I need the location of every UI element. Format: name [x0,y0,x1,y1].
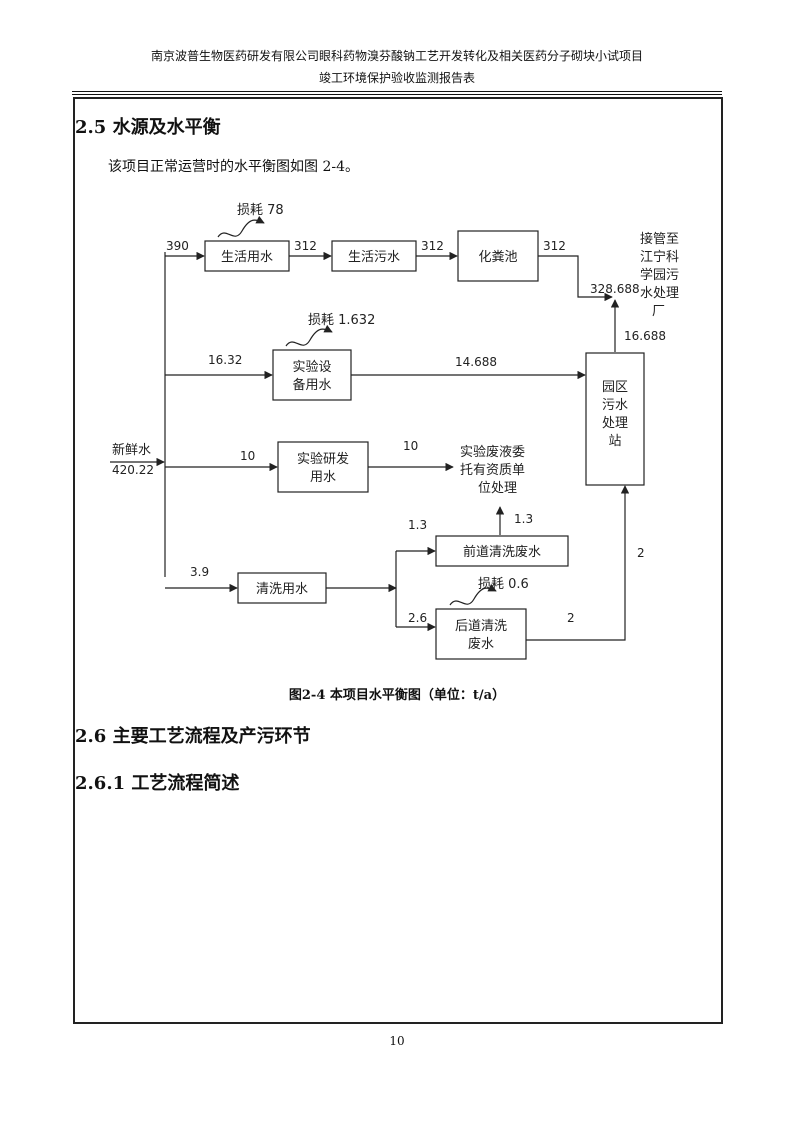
label-loss-78: 损耗 78 [237,203,284,218]
report-header-subtitle: 竣工环境保护验收监测报告表 [318,71,475,85]
label-back-wash-1: 后道清洗 [455,619,507,634]
header-rule-bottom [72,94,722,95]
label-cleaning-water: 清洗用水 [256,582,308,597]
label-front-wash: 前道清洗废水 [463,544,541,560]
label-septic-tank: 化粪池 [478,250,517,265]
section-heading-2-6-1: 2.6.1 工艺流程简述 [75,773,240,794]
page-number: 10 [389,1034,405,1048]
arrow-septic-to-outlet [538,255,613,302]
label-16688: 16.688 [624,329,666,343]
label-2-a: 2 [637,546,645,560]
label-312-c: 312 [543,239,566,253]
loss-arrow-domestic [217,215,265,238]
label-rnd-water-1: 实验研发 [297,451,349,467]
label-back-wash-2: 废水 [468,636,494,652]
figure-caption: 图2-4 本项目水平衡图（单位：t/a） [288,688,506,703]
label-10-b: 10 [403,439,418,453]
loss-arrow-equipment [285,324,333,347]
section-heading-2-6: 2.6 主要工艺流程及产污环节 [75,726,311,747]
box-park-wwtp [585,352,645,486]
label-equipment-water-2: 备用水 [292,377,331,393]
header-rule-top [72,91,722,92]
box-back-wash [435,608,527,660]
label-equipment-water-1: 实验设 [292,359,331,375]
label-outlet-3: 学园污 [640,267,679,283]
intro-paragraph: 该项目正常运营时的水平衡图如图 2-4。 [108,159,359,175]
section-heading-2-5: 2.5 水源及水平衡 [75,117,221,138]
label-loss-1632: 损耗 1.632 [308,313,375,328]
water-balance-diagram: 生活用水 生活污水 化粪池 实验设 备用水 园区 污水 处理 站 实验研发 用水… [110,203,679,660]
label-fresh-water: 新鲜水 [112,442,151,458]
box-front-wash [435,535,569,567]
label-outlet-4: 水处理 [640,286,679,301]
label-outlet-1: 接管至 [640,231,679,247]
label-domestic-sewage: 生活污水 [348,250,400,265]
label-waste-2: 托有资质单 [460,463,525,478]
label-1632: 16.32 [208,353,242,367]
label-312-b: 312 [421,239,444,253]
label-park-wwtp-1: 园区 [602,380,628,395]
label-domestic-water: 生活用水 [221,250,273,265]
label-waste-1: 实验废液委 [460,444,525,460]
label-loss-06: 损耗 0.6 [478,577,529,592]
label-2-b: 2 [567,611,575,625]
label-328688: 328.688 [590,282,640,296]
label-park-wwtp-2: 污水 [602,398,628,413]
label-26: 2.6 [408,611,427,625]
label-fresh-value: 420.22 [112,463,154,477]
label-outlet-5: 厂 [652,304,665,319]
label-13-b: 1.3 [514,512,533,526]
label-park-wwtp-4: 站 [608,434,621,449]
label-13-a: 1.3 [408,518,427,532]
label-outlet-2: 江宁科 [640,249,679,265]
label-390: 390 [166,239,189,253]
label-10-a: 10 [240,449,255,463]
label-312-a: 312 [294,239,317,253]
loss-arrow-back-wash [449,583,497,606]
report-table-frame [73,97,723,1024]
arrow-back-to-wwtp [526,485,630,641]
label-39: 3.9 [190,565,209,579]
report-header-title: 南京波普生物医药研发有限公司眼科药物溴芬酸钠工艺开发转化及相关医药分子砌块小试项… [150,49,643,63]
label-14688: 14.688 [455,355,497,369]
label-rnd-water-2: 用水 [310,470,336,485]
label-waste-3: 位处理 [478,481,517,496]
label-park-wwtp-3: 处理 [602,416,628,431]
